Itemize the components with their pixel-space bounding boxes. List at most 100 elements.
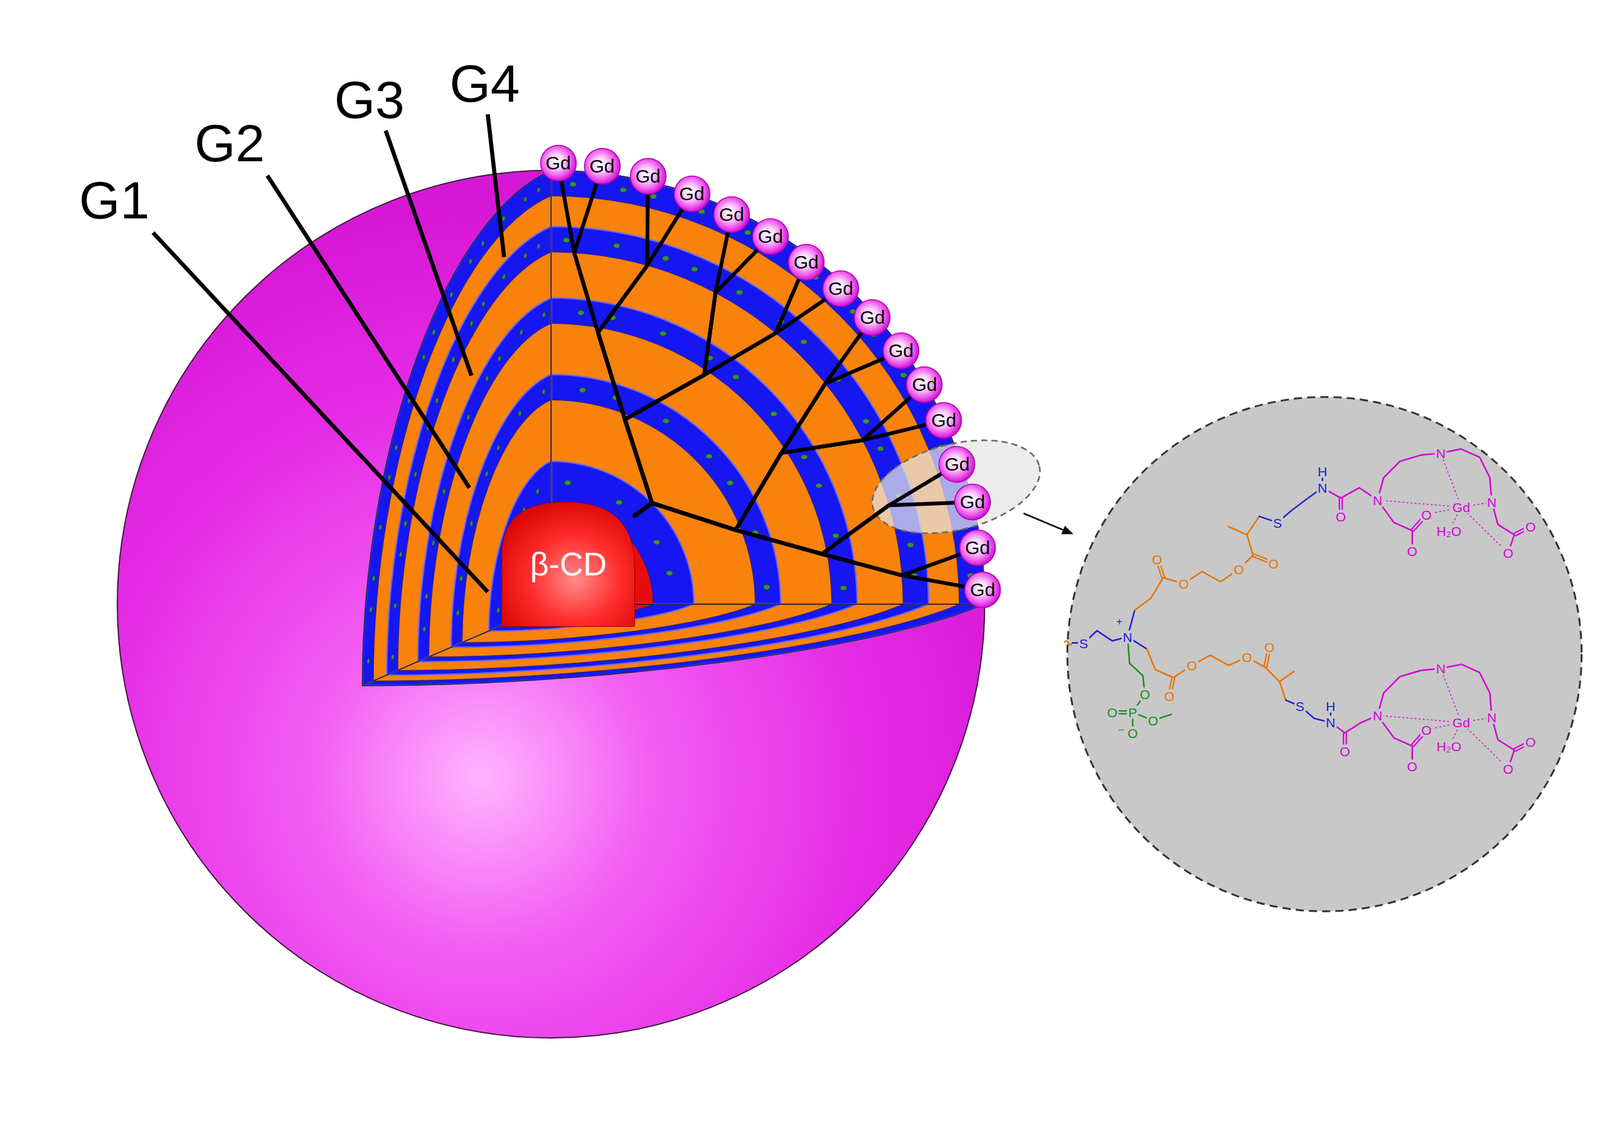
atom-label: Gd <box>1451 715 1472 730</box>
payload-dot <box>577 310 585 316</box>
atom-label: O <box>1406 544 1419 558</box>
payload-dot <box>502 273 506 280</box>
node-label: Gd <box>970 580 996 600</box>
attachment-wave <box>1064 640 1073 646</box>
node-label: Gd <box>589 156 615 176</box>
payload-dot <box>537 186 541 194</box>
node-label: Gd <box>793 252 819 272</box>
node-label: Gd <box>965 538 991 558</box>
atom-label: Gd <box>1451 500 1472 514</box>
cut-face-floor <box>362 604 986 686</box>
atom-label: N <box>1434 446 1447 460</box>
payload-dot <box>619 187 627 193</box>
generation-label: G4 <box>449 57 520 110</box>
atom-label: S <box>1294 699 1306 713</box>
dendron-branch <box>624 232 728 516</box>
sphere <box>117 170 985 1038</box>
bond <box>1377 715 1412 767</box>
payload-dot <box>496 444 501 452</box>
bond <box>1322 487 1378 501</box>
node-label: Gd <box>888 341 914 361</box>
leader-line <box>487 114 504 258</box>
zoom-circle <box>1067 397 1582 912</box>
payload-dot <box>456 609 460 617</box>
payload-dot <box>613 243 620 249</box>
coordination-bond <box>1440 453 1462 507</box>
atom-label: O <box>1232 562 1245 576</box>
atom-label: N <box>1434 661 1447 676</box>
node-label: Gd <box>635 166 661 186</box>
atom-label: O <box>1419 507 1433 521</box>
bond <box>1259 487 1323 523</box>
atom-label: O <box>1146 714 1160 728</box>
atom-label: − <box>1116 724 1126 735</box>
payload-dot <box>900 372 907 378</box>
payload-dot <box>394 602 398 610</box>
metal-circle: Gd <box>938 445 976 484</box>
core-shape <box>501 501 635 627</box>
payload-dot <box>523 252 528 260</box>
payload-dot <box>662 256 669 262</box>
payload-dot <box>501 215 506 222</box>
atom-label: O <box>1150 552 1164 566</box>
payload-dot <box>518 410 522 417</box>
payload-dot <box>466 414 470 421</box>
metal-circle: Gd <box>629 157 667 196</box>
payload-dot <box>840 585 847 591</box>
payload-dot <box>422 626 427 633</box>
payload-dot <box>727 480 734 486</box>
coordination-bond <box>1461 506 1509 553</box>
metal-circle: Gd <box>963 570 1002 609</box>
leader-line <box>267 175 470 489</box>
atom-label: H <box>1316 464 1329 479</box>
payload-dot <box>660 331 667 337</box>
payload-dot <box>862 419 870 425</box>
payload-dot <box>422 353 426 361</box>
metal-disc <box>540 145 576 182</box>
payload-dot <box>535 488 539 495</box>
atom-label: O <box>1105 705 1119 720</box>
metal-disc <box>906 367 943 403</box>
coordination-bond <box>1377 715 1461 723</box>
bond <box>1377 500 1412 551</box>
payload-dot <box>579 387 586 393</box>
metal-circle: Gd <box>673 175 711 213</box>
payload-dot <box>391 653 395 661</box>
payload-dot <box>564 480 571 486</box>
face-outline <box>362 604 986 686</box>
atom-label: O <box>1334 509 1348 523</box>
metal-circle: Gd <box>853 298 891 337</box>
atom-label: + <box>1114 616 1124 627</box>
payload-dot <box>442 488 446 495</box>
atom-label: H₂O <box>1434 739 1463 753</box>
coordination-bond <box>1440 668 1462 723</box>
payload-dot <box>498 355 502 362</box>
atom-label: O <box>1266 556 1280 570</box>
payload-dot <box>736 289 743 295</box>
metal-circle: Gd <box>539 144 578 182</box>
payload-dot <box>485 375 489 382</box>
payload-dot <box>666 570 673 576</box>
node-label: Gd <box>828 279 854 299</box>
payload-dot <box>378 523 383 531</box>
atom-label: O <box>1240 650 1254 664</box>
payload-dot <box>431 539 435 546</box>
node-label: Gd <box>757 227 784 246</box>
payload-dot <box>424 592 428 600</box>
payload-dot <box>387 474 391 481</box>
atom-label: O <box>1126 725 1139 740</box>
atom-label: P <box>1126 705 1139 720</box>
payload-dot <box>615 500 622 506</box>
payload-dot <box>485 470 489 477</box>
payload-dot <box>691 266 698 272</box>
payload-dot <box>432 329 436 336</box>
payload-dot <box>372 575 376 582</box>
node-label: Gd <box>911 375 937 395</box>
bond <box>1492 717 1515 768</box>
dendron-branch <box>634 503 965 587</box>
bond <box>1134 516 1259 611</box>
atom-label: O <box>1263 640 1276 654</box>
bond <box>1127 636 1146 713</box>
payload-dot <box>907 542 914 548</box>
metal-disc <box>673 175 710 212</box>
